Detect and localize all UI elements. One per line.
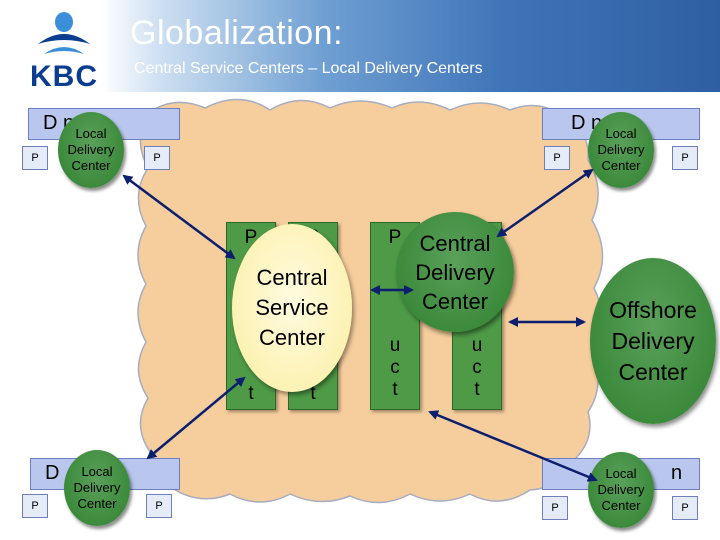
central-delivery-center: Central Delivery Center [396,212,514,332]
product-letter: P [388,227,402,248]
offshore-delivery-center-label: Offshore Delivery Center [609,296,697,385]
local-delivery-center-label: Local Delivery Center [597,126,645,173]
local-delivery-center-bottom-right: Local Delivery Center [588,452,654,528]
local-delivery-center-label: Local Delivery Center [597,466,645,513]
product-box-p: P [544,146,570,170]
local-delivery-center-top-right: Local Delivery Center [588,112,654,188]
product-box-p: P [22,494,48,518]
kbc-logo-emblem [38,12,90,54]
product-box-p: P [22,146,48,170]
domain-title: n [671,462,683,484]
kbc-logo: KBC [18,6,110,93]
arrow-bottom-left-to-service [146,376,246,460]
product-letters: u c t [389,335,401,400]
product-box-p: P [542,496,568,520]
product-letter: t [310,383,316,404]
product-letter: t [248,383,254,404]
local-delivery-center-top-left: Local Delivery Center [58,112,124,188]
logo-text: KBC [30,60,98,93]
product-box-p: P [144,146,170,170]
central-service-center-label: Central Service Center [255,265,329,350]
local-delivery-center-bottom-left: Local Delivery Center [64,450,130,526]
arrow-top-right-to-delivery [496,168,594,238]
central-delivery-center-label: Central Delivery Center [415,230,495,314]
header-band [0,0,720,92]
product-letters: u c t [471,335,483,400]
arrow-bottom-right-to-product [428,410,598,482]
slide-subtitle: Central Service Centers – Local Delivery… [134,60,483,77]
product-box-p: P [672,146,698,170]
product-box-p: P [672,496,698,520]
domain-title: D [45,462,60,484]
product-box-p: P [146,494,172,518]
arrow-top-left-to-service [122,174,236,260]
local-delivery-center-label: Local Delivery Center [67,126,115,173]
offshore-delivery-center: Offshore Delivery Center [590,258,716,424]
slide-title: Globalization: [130,14,344,52]
local-delivery-center-label: Local Delivery Center [73,464,121,511]
central-service-center: Central Service Center [232,224,352,392]
